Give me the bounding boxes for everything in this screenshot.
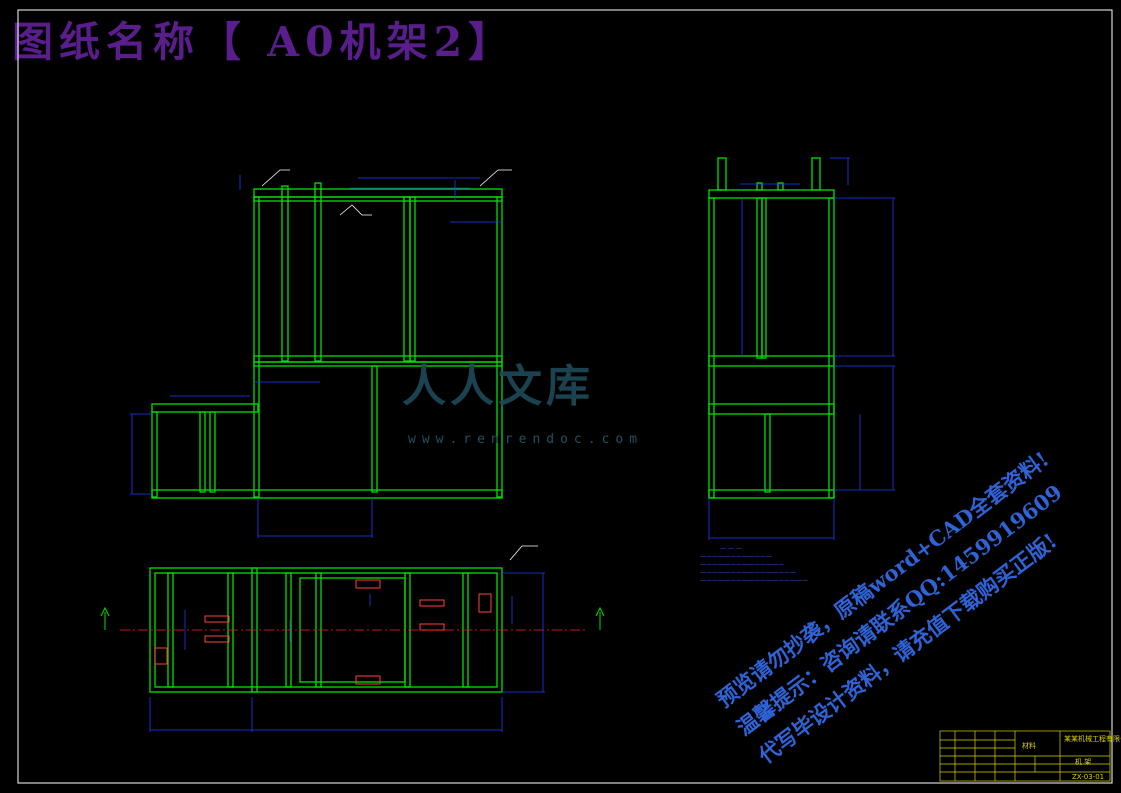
side-view [708,157,835,499]
side-view-dimensions [708,157,895,540]
titleblock-company: 某某机械工程有限公司 [1064,735,1121,743]
top-view-dimensions [149,572,545,732]
section-markers [100,606,605,630]
title-block [939,730,1111,782]
titleblock-drawing-number: ZX-03-01 [1072,773,1105,781]
drawing-frame [17,9,1113,784]
drawing-title: 图纸名称【 A0机架2】 [12,18,516,66]
technical-notes: — — — ———————————— —————————————— ——————… [700,545,808,584]
top-view-details [154,579,492,685]
front-view-weld-symbols [261,169,538,561]
front-view [151,182,503,499]
front-view-dimensions [130,175,502,538]
titleblock-part-name: 机 架 [1075,758,1092,766]
watermark-url: www.renrendoc.com [408,432,644,447]
titleblock-material-label: 材料 [1022,742,1036,750]
watermark-logo: 人人文库 [402,361,594,412]
